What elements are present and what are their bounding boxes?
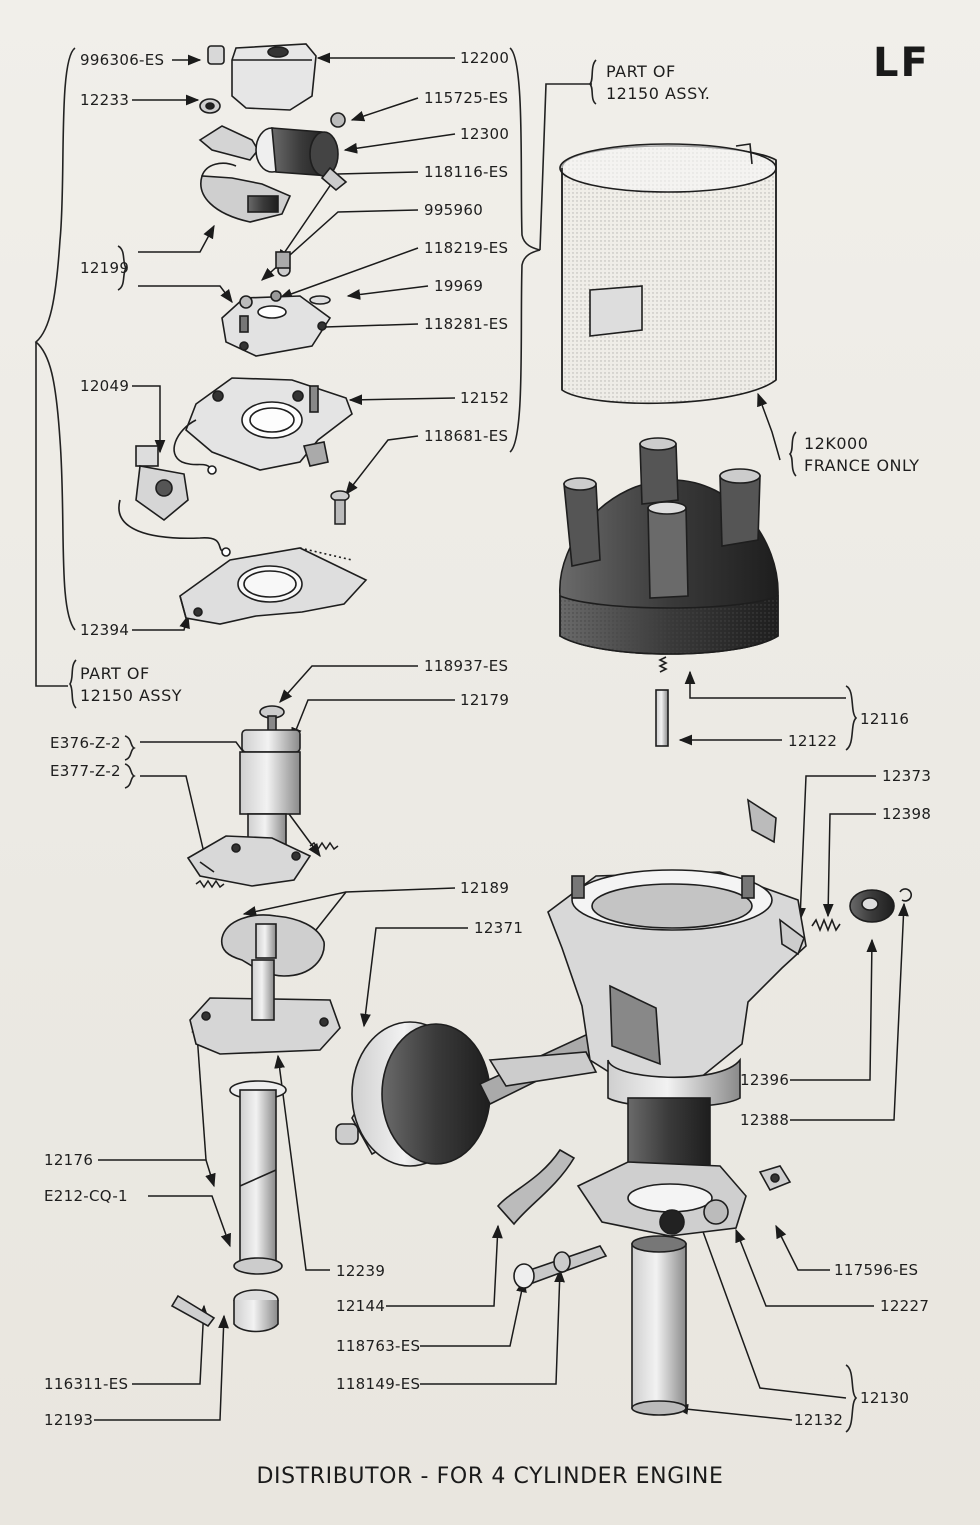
callout-12388: 12388 [740,1111,790,1129]
breaker-plate-small [221,290,332,357]
callout-12227: 12227 [880,1297,930,1315]
diagram-title: DISTRIBUTOR - FOR 4 CYLINDER ENGINE [256,1464,724,1489]
bracket-lines [34,47,858,1433]
note-france-only: FRANCE ONLY [804,456,920,475]
callout-118116-es: 118116-ES [424,163,509,181]
callout-e376-z-2: E376-Z-2 [50,734,121,752]
callout-996306-es: 996306-ES [80,51,165,69]
callout-12144: 12144 [336,1297,386,1315]
callout-118763-es: 118763-ES [336,1337,421,1355]
callout-12233: 12233 [80,91,130,109]
callout-118281-es: 118281-ES [424,315,509,333]
callout-115725-es: 115725-ES [424,89,509,107]
lead-wire-12049 [118,419,231,557]
note-assy-left: 12150 ASSY [80,686,183,705]
callout-12199: 12199 [80,259,130,277]
callout-12371: 12371 [474,919,524,937]
callout-12239: 12239 [336,1262,386,1280]
condenser-part [198,125,348,192]
distributor-cap-12116 [559,437,779,747]
callout-117596-es: 117596-ES [834,1261,919,1279]
callout-118149-es: 118149-ES [336,1375,421,1393]
callout-118681-es: 118681-ES [424,427,509,445]
callout-12394: 12394 [80,621,130,639]
callout-e212-cq-1: E212-CQ-1 [44,1187,128,1205]
page-code: LF [873,40,930,86]
adjuster-parts [779,888,913,956]
callout-12398: 12398 [882,805,932,823]
note-part-of-top: PART OF [606,62,676,81]
callout-19969: 19969 [434,277,484,295]
note-assy-top: 12150 ASSY. [606,84,711,103]
note-12k000: 12K000 [804,434,869,453]
note-part-of-left: PART OF [80,664,150,683]
callout-12122: 12122 [788,732,838,750]
springs-E376-E377 [195,841,339,889]
callout-e377-z-2: E377-Z-2 [50,762,121,780]
callout-12176: 12176 [44,1151,94,1169]
callout-995960: 995960 [424,201,484,219]
plate-12394 [179,547,368,625]
callout-118219-es: 118219-ES [424,239,509,257]
callout-12116: 12116 [860,710,910,728]
callout-12300: 12300 [460,125,510,143]
weights-12189 [220,914,325,977]
rotor-arm-part [199,43,346,128]
leader-lines [94,52,909,1421]
callout-12049: 12049 [80,377,130,395]
callout-12373: 12373 [882,767,932,785]
drive-shaft-12176 [189,959,341,1275]
cam-and-screw [186,705,312,887]
contact-breaker-points [200,162,292,277]
callout-116311-es: 116311-ES [44,1375,129,1393]
callout-12130: 12130 [860,1389,910,1407]
callout-12396: 12396 [740,1071,790,1089]
shield-12K000 [559,143,777,405]
callout-12189: 12189 [460,879,510,897]
base-plate-12152 [185,377,353,471]
callout-118937-es: 118937-ES [424,657,509,675]
screw-118681 [330,490,350,525]
callout-12200: 12200 [460,49,510,67]
callout-12179: 12179 [460,691,510,709]
callout-12132: 12132 [794,1411,844,1429]
pin-and-gear [170,1289,279,1333]
callout-12152: 12152 [460,389,510,407]
callout-12193: 12193 [44,1411,94,1429]
housing [496,798,807,1416]
